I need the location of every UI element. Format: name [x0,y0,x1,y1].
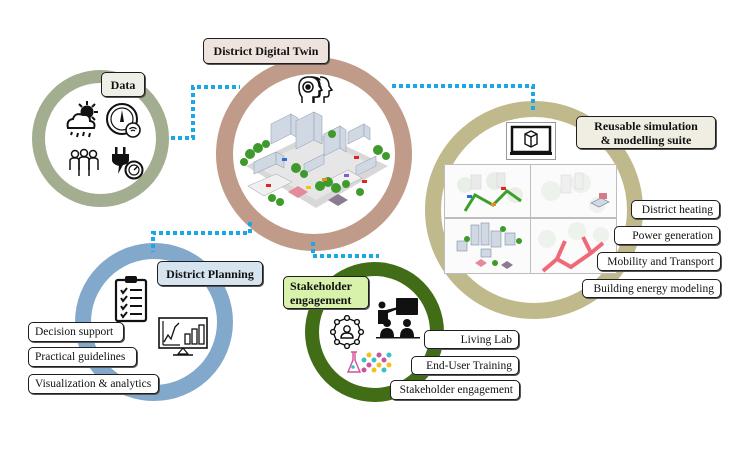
lab-flask-molecules-icon [346,350,393,376]
planning-item-visualization-analytics: Visualization & analytics [28,374,159,394]
planning-item-decision-support: Decision support [28,322,124,342]
item-label: Visualization & analytics [35,378,152,390]
power-plug-gauge-icon [110,146,144,180]
item-label: District heating [641,203,713,216]
simulation-title-line2: & modelling suite [600,132,692,147]
tile-building-energy-map [444,218,531,274]
planning-title: District Planning [166,266,254,281]
item-label: Living Lab [460,333,512,346]
simulation-item-power-generation: Power generation [614,226,720,245]
network-people-icon [329,314,365,350]
tile-district-heating-map [444,164,531,218]
analytics-monitor-icon [158,317,208,357]
item-label: Practical guidelines [35,351,126,363]
item-label: Mobility and Transport [607,255,714,268]
planning-label: District Planning [157,261,263,286]
people-group-icon [68,148,100,180]
item-label: Decision support [35,326,114,338]
digital-twin-title: District Digital Twin [213,44,319,58]
smart-meter-gauge-icon [105,102,143,142]
laptop-3d-cube-icon [506,122,556,160]
teacher-students-icon [376,297,420,339]
stakeholder-item-living-lab: Living Lab [424,330,519,349]
simulation-item-mobility-transport: Mobility and Transport [597,252,721,271]
stakeholder-item-stakeholder-engagement: Stakeholder engagement [390,380,520,400]
digital-twin-label: District Digital Twin [203,38,329,64]
digital-twin-heads-icon [298,75,334,105]
planning-item-practical-guidelines: Practical guidelines [28,347,137,367]
item-label: Building energy modeling [593,282,714,295]
stakeholder-item-end-user-training: End-User Training [411,356,519,375]
simulation-item-building-energy: Building energy modeling [582,279,721,298]
clipboard-checklist-icon [114,275,150,323]
data-title: Data [110,77,136,92]
data-label: Data [101,72,145,97]
item-label: End-User Training [426,359,512,372]
isometric-city-illustration [236,104,396,216]
weather-sun-cloud-rain-icon [63,100,101,142]
tile-power-generation-map [530,164,617,218]
item-label: Stakeholder engagement [399,384,513,396]
stakeholder-label: Stakeholder engagement [283,276,369,309]
simulation-title-line1: Reusable simulation [594,118,698,133]
simulation-item-district-heating: District heating [631,200,720,219]
stakeholder-title-line2: engagement [290,292,352,307]
item-label: Power generation [632,229,713,242]
simulation-label: Reusable simulation & modelling suite [576,116,716,149]
stakeholder-title-line1: Stakeholder [290,278,353,293]
